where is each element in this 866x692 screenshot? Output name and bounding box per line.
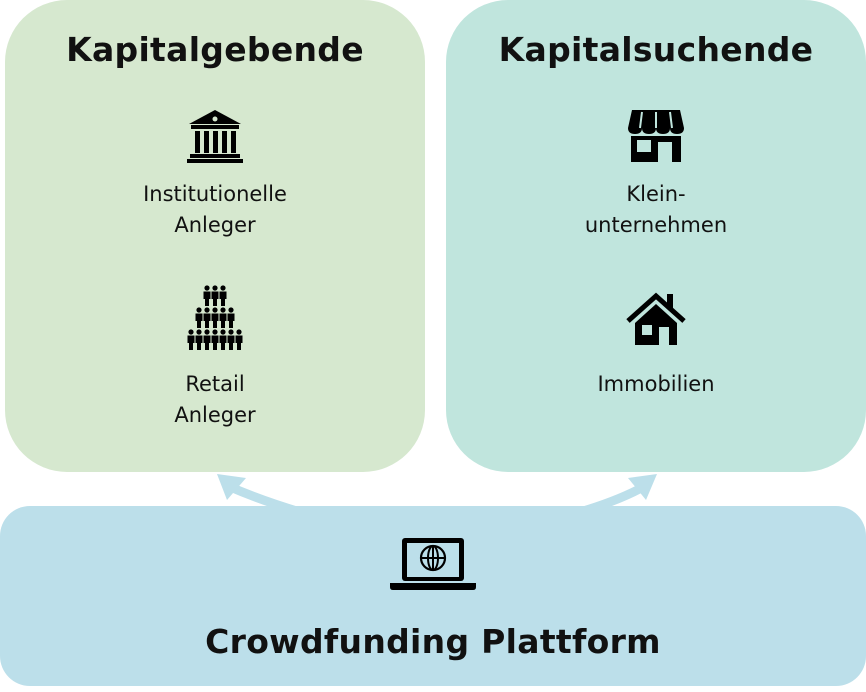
bank-icon bbox=[187, 110, 243, 163]
label-line: Anleger bbox=[174, 403, 256, 427]
seekers-title: Kapitalsuchende bbox=[498, 30, 814, 69]
platform-title: Crowdfunding Plattform bbox=[205, 622, 661, 661]
real-estate-label: Immobilien bbox=[597, 372, 715, 396]
person-icon bbox=[203, 329, 211, 350]
arrow-head-left bbox=[217, 474, 246, 500]
person-icon bbox=[227, 329, 235, 350]
person-icon bbox=[211, 285, 219, 306]
person-icon bbox=[219, 285, 227, 306]
person-icon bbox=[195, 329, 203, 350]
house-icon bbox=[626, 292, 686, 345]
person-icon bbox=[195, 307, 203, 328]
investors-panel: Kapitalgebende Institutionelle Anleger R… bbox=[5, 0, 425, 472]
person-icon bbox=[235, 329, 243, 350]
small-business-label: Klein- unternehmen bbox=[446, 179, 866, 241]
label-line: Institutionelle bbox=[143, 182, 287, 206]
person-icon bbox=[219, 329, 227, 350]
institutional-investors-label: Institutionelle Anleger bbox=[5, 179, 425, 241]
person-icon bbox=[211, 307, 219, 328]
investors-title: Kapitalgebende bbox=[66, 30, 364, 69]
label-line: unternehmen bbox=[584, 213, 728, 237]
label-line: Klein- bbox=[626, 182, 686, 206]
label-line: Retail bbox=[185, 372, 245, 396]
platform-panel: Crowdfunding Plattform bbox=[0, 506, 866, 686]
person-icon bbox=[219, 307, 227, 328]
retail-investors-label: Retail Anleger bbox=[5, 369, 425, 431]
person-icon bbox=[203, 285, 211, 306]
person-icon bbox=[227, 307, 235, 328]
seekers-panel: Kapitalsuchende Klein- unternehmen Immob… bbox=[446, 0, 866, 472]
crowd-icon bbox=[187, 285, 243, 350]
person-icon bbox=[187, 329, 195, 350]
arrow-head-right bbox=[628, 474, 657, 500]
store-icon bbox=[628, 110, 684, 162]
laptop-globe-icon bbox=[390, 538, 476, 590]
person-icon bbox=[211, 329, 219, 350]
label-line: Anleger bbox=[174, 213, 256, 237]
person-icon bbox=[203, 307, 211, 328]
